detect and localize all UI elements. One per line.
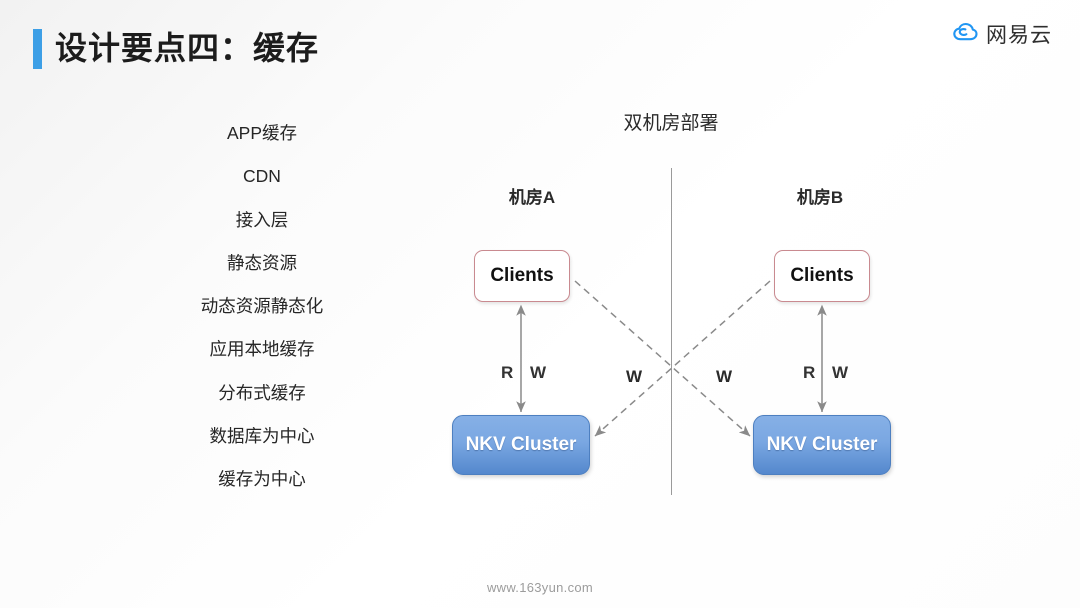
- edge-label-rw-a: R W: [501, 363, 553, 382]
- footer-url: www.163yun.com: [486, 580, 594, 595]
- list-item: 接入层: [235, 209, 289, 230]
- list-item: 动态资源静态化: [200, 296, 324, 317]
- datacenter-divider: [671, 168, 672, 495]
- page-title: 设计要点四：缓存: [55, 30, 320, 66]
- cloud-icon: [951, 21, 979, 48]
- edge-label-w-left: W: [626, 367, 643, 386]
- edge-label-rw-b: R W: [803, 363, 855, 382]
- arrow-clients-a-nkv-b: [574, 280, 751, 437]
- list-item: 缓存为中心: [218, 469, 306, 490]
- edge-label-w-right: W: [716, 367, 733, 386]
- cache-layer-list: APP缓存 CDN 接入层 静态资源 动态资源静态化 应用本地缓存 分布式缓存 …: [140, 112, 384, 502]
- brand-logo: 网易云: [951, 19, 1052, 49]
- brand-name: 网易云: [986, 24, 1052, 47]
- diagram-connectors: [516, 280, 827, 437]
- architecture-diagram: 双机房部署 机房A 机房B Clients Clients NKV Cluste…: [400, 95, 1020, 525]
- list-item: 分布式缓存: [218, 382, 306, 403]
- list-item: APP缓存: [226, 123, 298, 143]
- node-nkv-cluster-a[interactable]: NKV Cluster: [452, 415, 590, 475]
- arrow-clients-b-nkv-a: [594, 280, 771, 437]
- list-item: 静态资源: [227, 252, 297, 273]
- list-item: 应用本地缓存: [209, 339, 315, 360]
- title-accent-bar: [33, 29, 42, 69]
- list-item: 数据库为中心: [209, 426, 315, 447]
- node-clients-a[interactable]: Clients: [474, 250, 570, 302]
- list-item: CDN: [243, 166, 281, 187]
- diagram-title: 双机房部署: [623, 113, 719, 134]
- room-label-b: 机房B: [796, 188, 844, 207]
- node-nkv-cluster-b[interactable]: NKV Cluster: [753, 415, 891, 475]
- room-label-a: 机房A: [508, 188, 556, 207]
- node-clients-b[interactable]: Clients: [774, 250, 870, 302]
